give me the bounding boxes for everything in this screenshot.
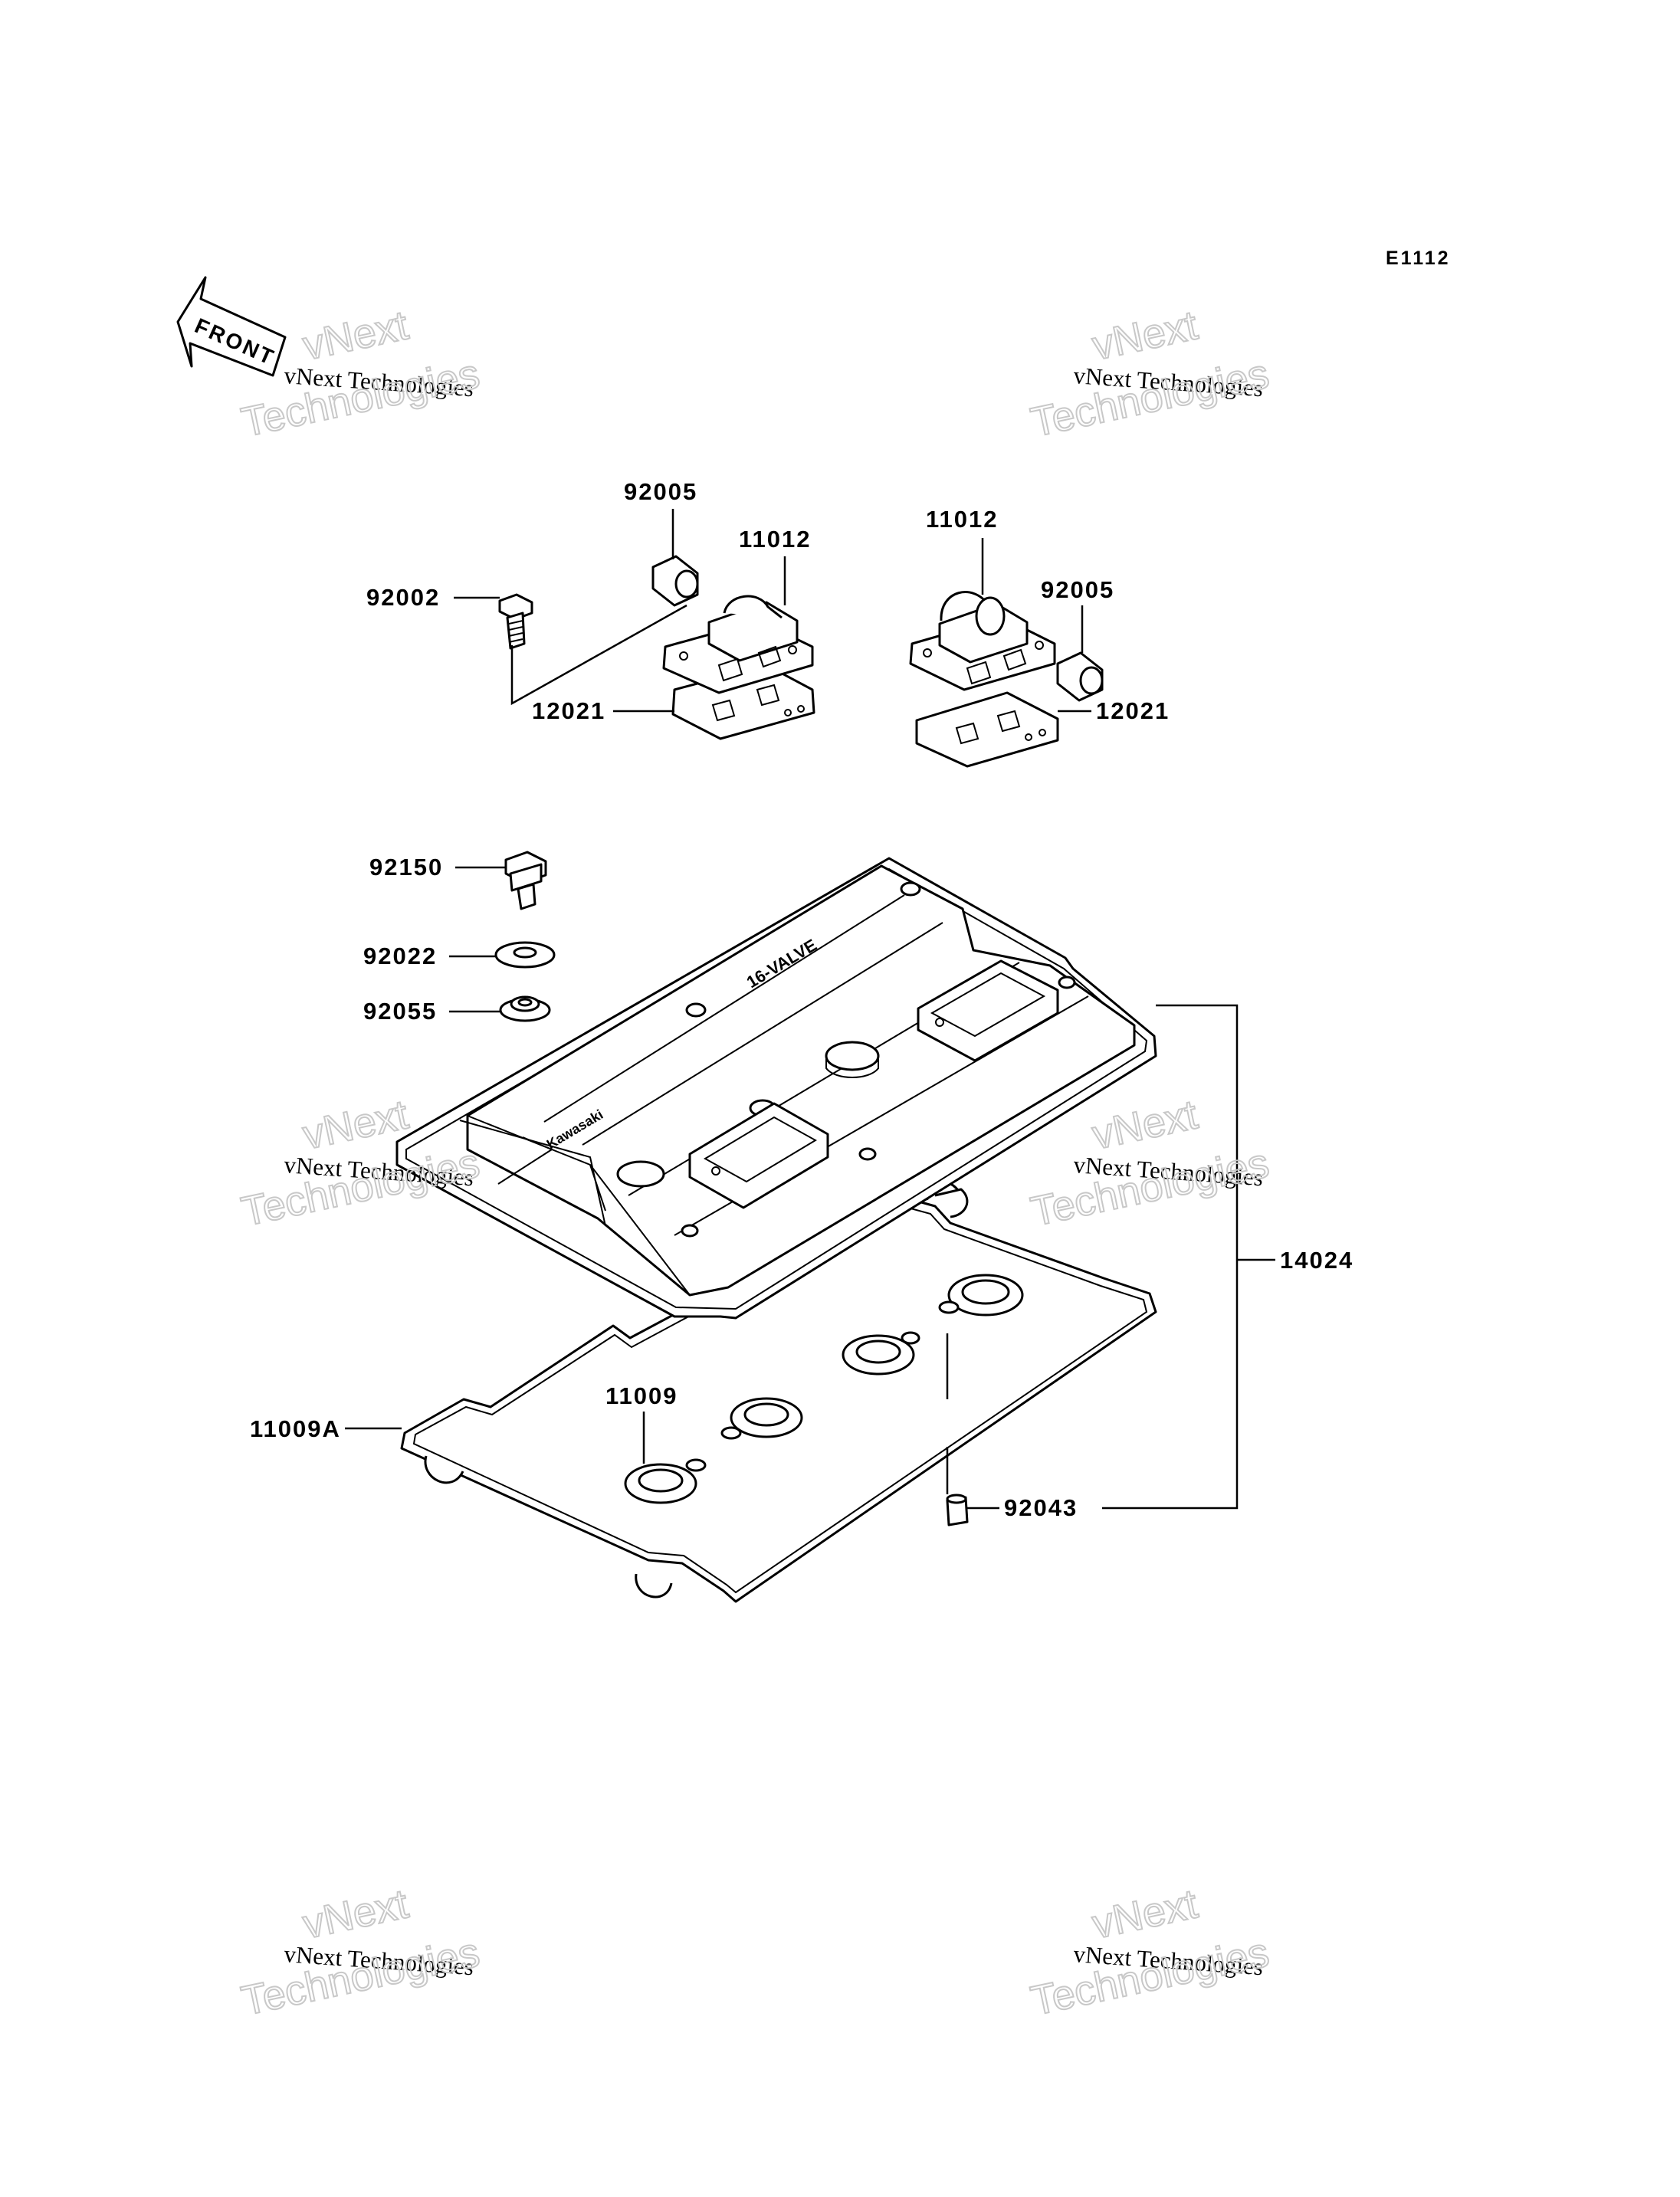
grommet-92055 — [499, 995, 551, 1022]
label-11009A: 11009A — [250, 1415, 341, 1442]
cylinder-head-cover: Kawasaki 16-VALVE — [395, 857, 1157, 1320]
svg-text:vNext: vNext — [299, 1881, 412, 1947]
label-12021-left: 12021 — [532, 697, 605, 724]
watermark-5: vNext vNext Technologies Technologies — [237, 1880, 484, 2025]
svg-text:Technologies: Technologies — [238, 1930, 484, 2025]
svg-text:vNext: vNext — [1088, 302, 1202, 369]
washer-92022 — [494, 941, 556, 969]
svg-text:Technologies: Technologies — [1027, 1930, 1273, 2025]
label-14024: 14024 — [1280, 1247, 1354, 1274]
label-92022: 92022 — [363, 943, 437, 969]
dowel-pin-92043 — [946, 1494, 969, 1526]
reed-valve-assembly-left — [498, 555, 815, 740]
label-11009: 11009 — [605, 1382, 678, 1409]
svg-text:vNext: vNext — [299, 302, 412, 369]
label-92043: 92043 — [1004, 1494, 1078, 1521]
diagram-code: E1112 — [1386, 248, 1451, 269]
label-11012-left: 11012 — [739, 526, 812, 553]
svg-text:Technologies: Technologies — [1027, 351, 1273, 446]
label-92005-left: 92005 — [624, 478, 697, 505]
bolt-92150 — [504, 851, 547, 910]
svg-text:vNext: vNext — [1088, 1881, 1202, 1947]
label-92005-right: 92005 — [1041, 576, 1114, 603]
svg-text:vNext: vNext — [1088, 1091, 1202, 1158]
watermark-2: vNext vNext Technologies Technologies — [1026, 301, 1274, 446]
svg-text:vNext: vNext — [299, 1091, 412, 1158]
leader-lines — [345, 509, 1275, 1510]
label-12021-right: 12021 — [1096, 697, 1170, 724]
label-11012-right: 11012 — [926, 506, 999, 533]
watermark-6: vNext vNext Technologies Technologies — [1026, 1880, 1274, 2025]
plug-seals — [624, 1274, 1024, 1504]
svg-text:Technologies: Technologies — [1027, 1140, 1273, 1235]
svg-text:Technologies: Technologies — [238, 1140, 484, 1235]
label-92055: 92055 — [363, 998, 437, 1025]
front-arrow-icon: FRONT — [176, 276, 287, 377]
label-92002: 92002 — [366, 584, 440, 611]
reed-valve-assembly-right — [909, 591, 1104, 768]
label-92150: 92150 — [369, 854, 443, 880]
